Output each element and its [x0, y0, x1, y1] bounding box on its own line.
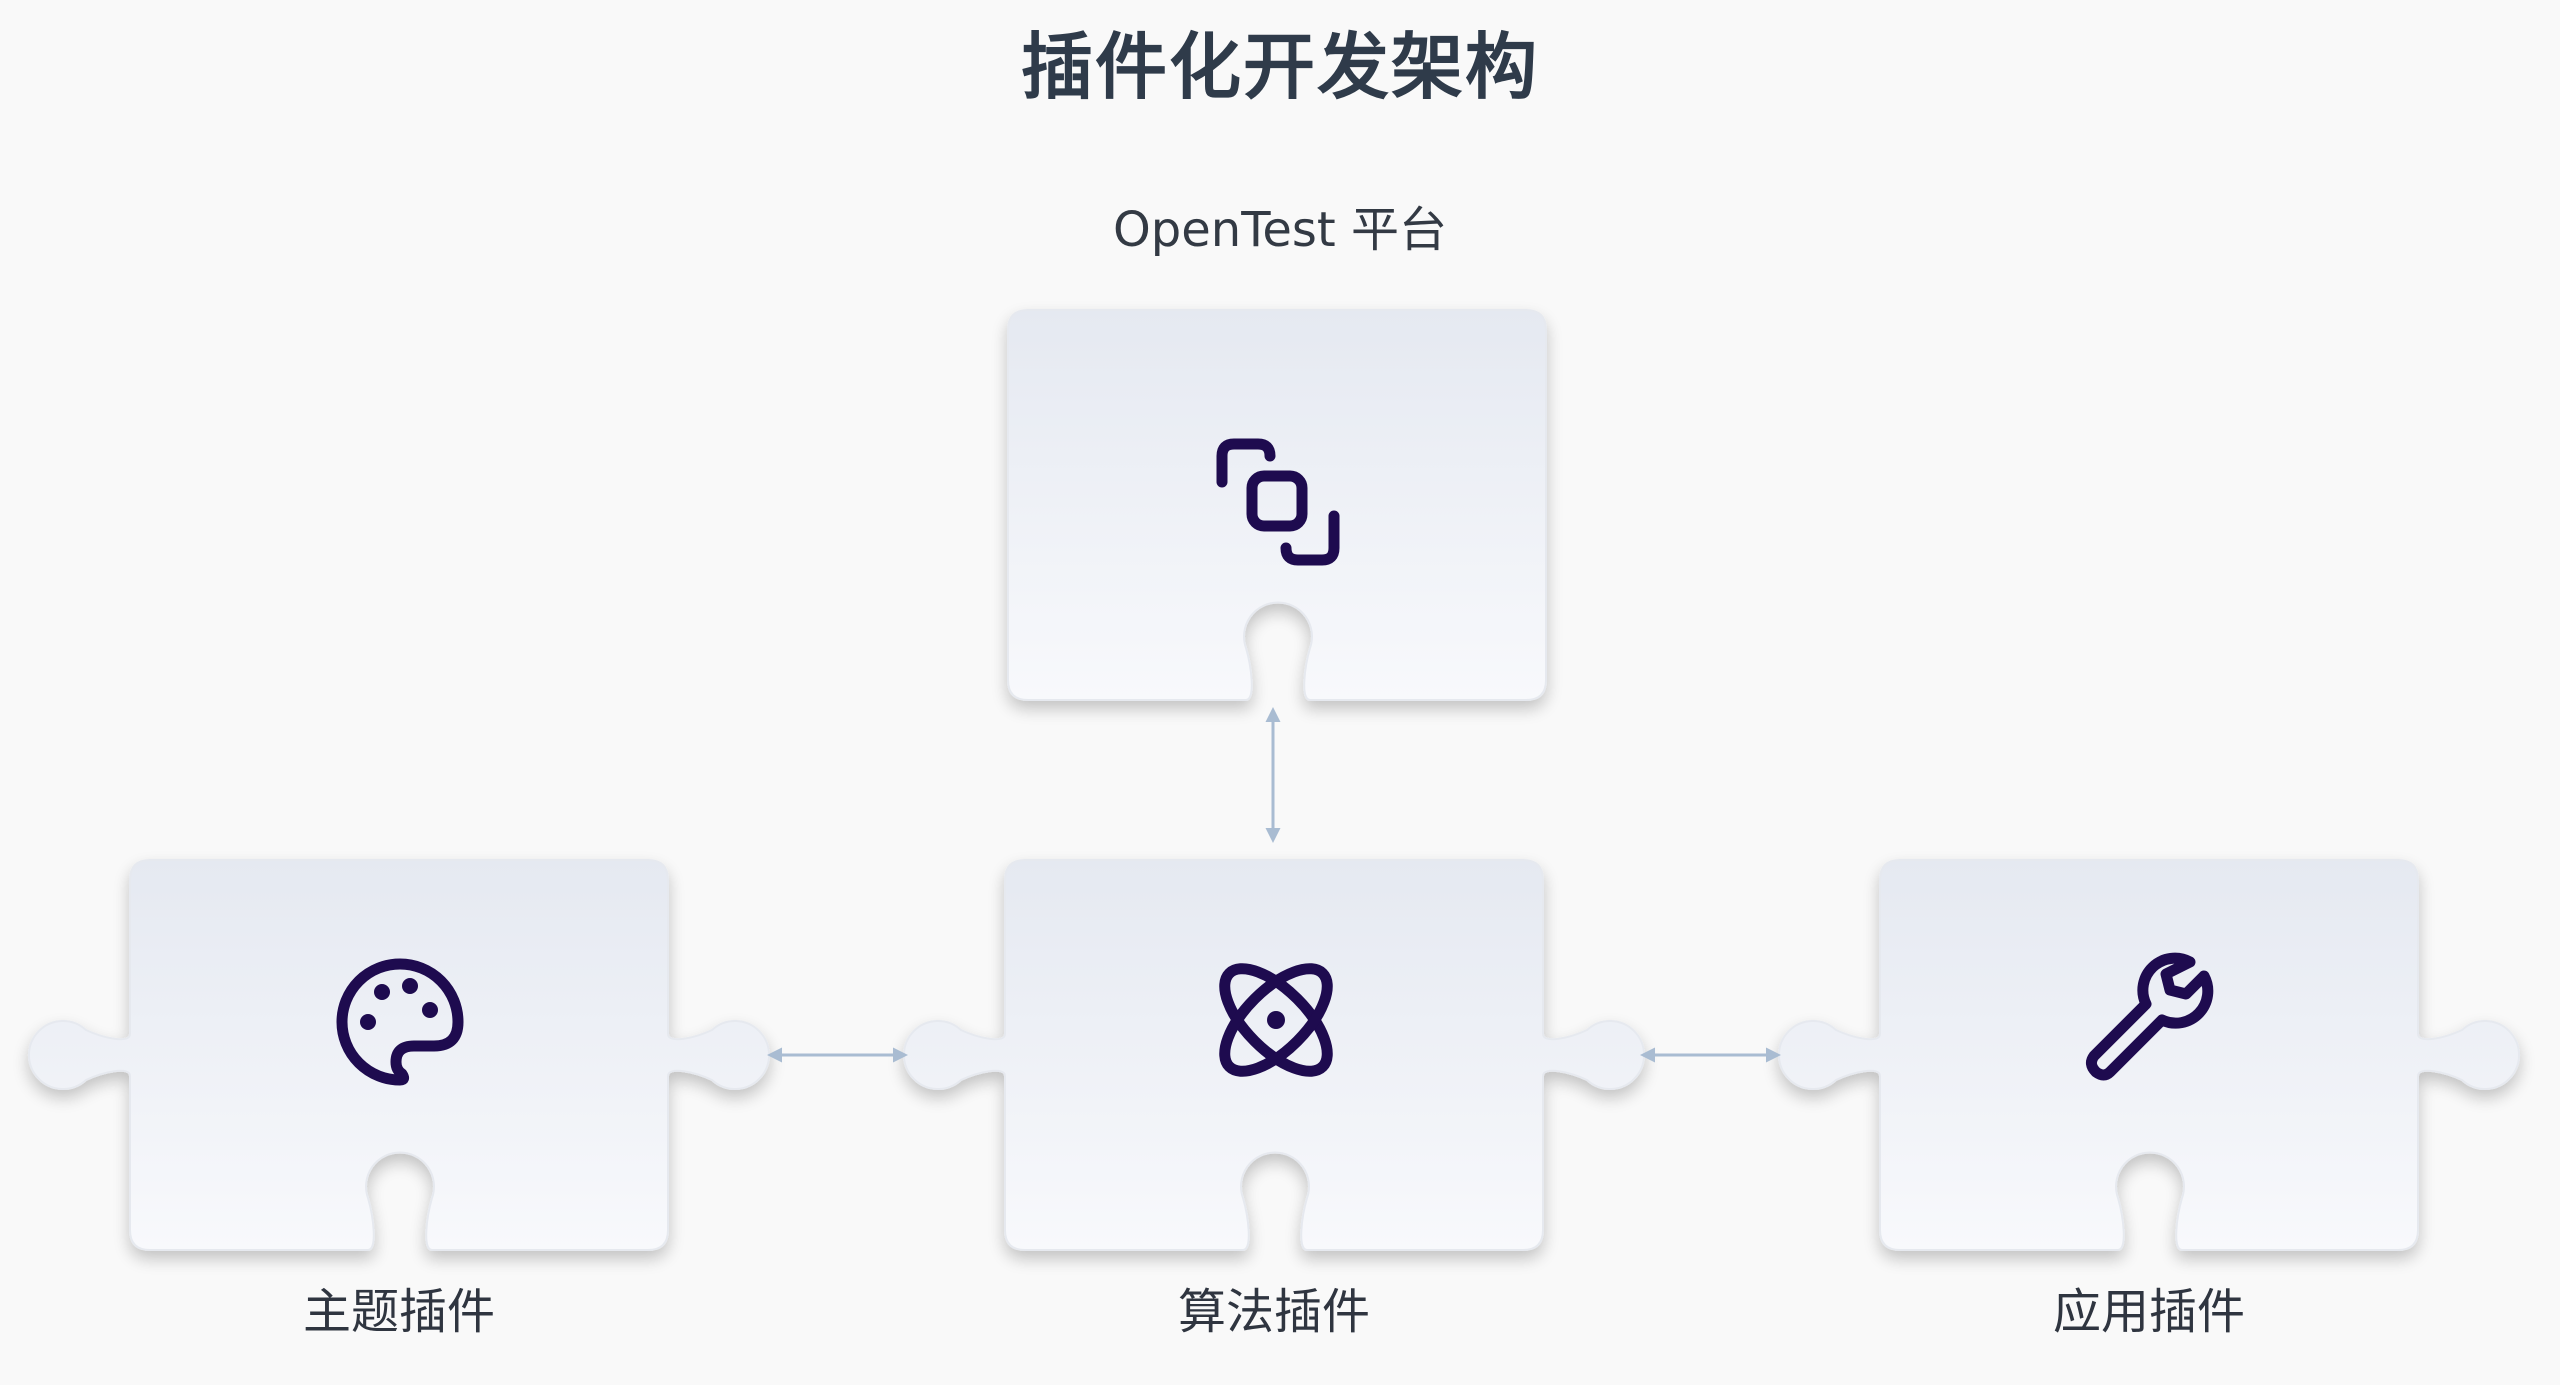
plugin-label-theme: 主题插件 [302, 1284, 495, 1340]
palette-icon [336, 958, 464, 1086]
plugin-label-application: 应用插件 [2052, 1284, 2245, 1340]
link-icon [1216, 438, 1340, 566]
plugin-label-algorithm: 算法插件 [1177, 1284, 1370, 1340]
platform-label: OpenTest 平台 [1113, 202, 1447, 258]
platform-piece [1007, 309, 1547, 701]
atom-icon [1219, 963, 1333, 1077]
wrench-icon [2085, 952, 2214, 1081]
plugin-piece-application [1778, 859, 2520, 1251]
page-title: 插件化开发架构 [1020, 25, 1539, 109]
